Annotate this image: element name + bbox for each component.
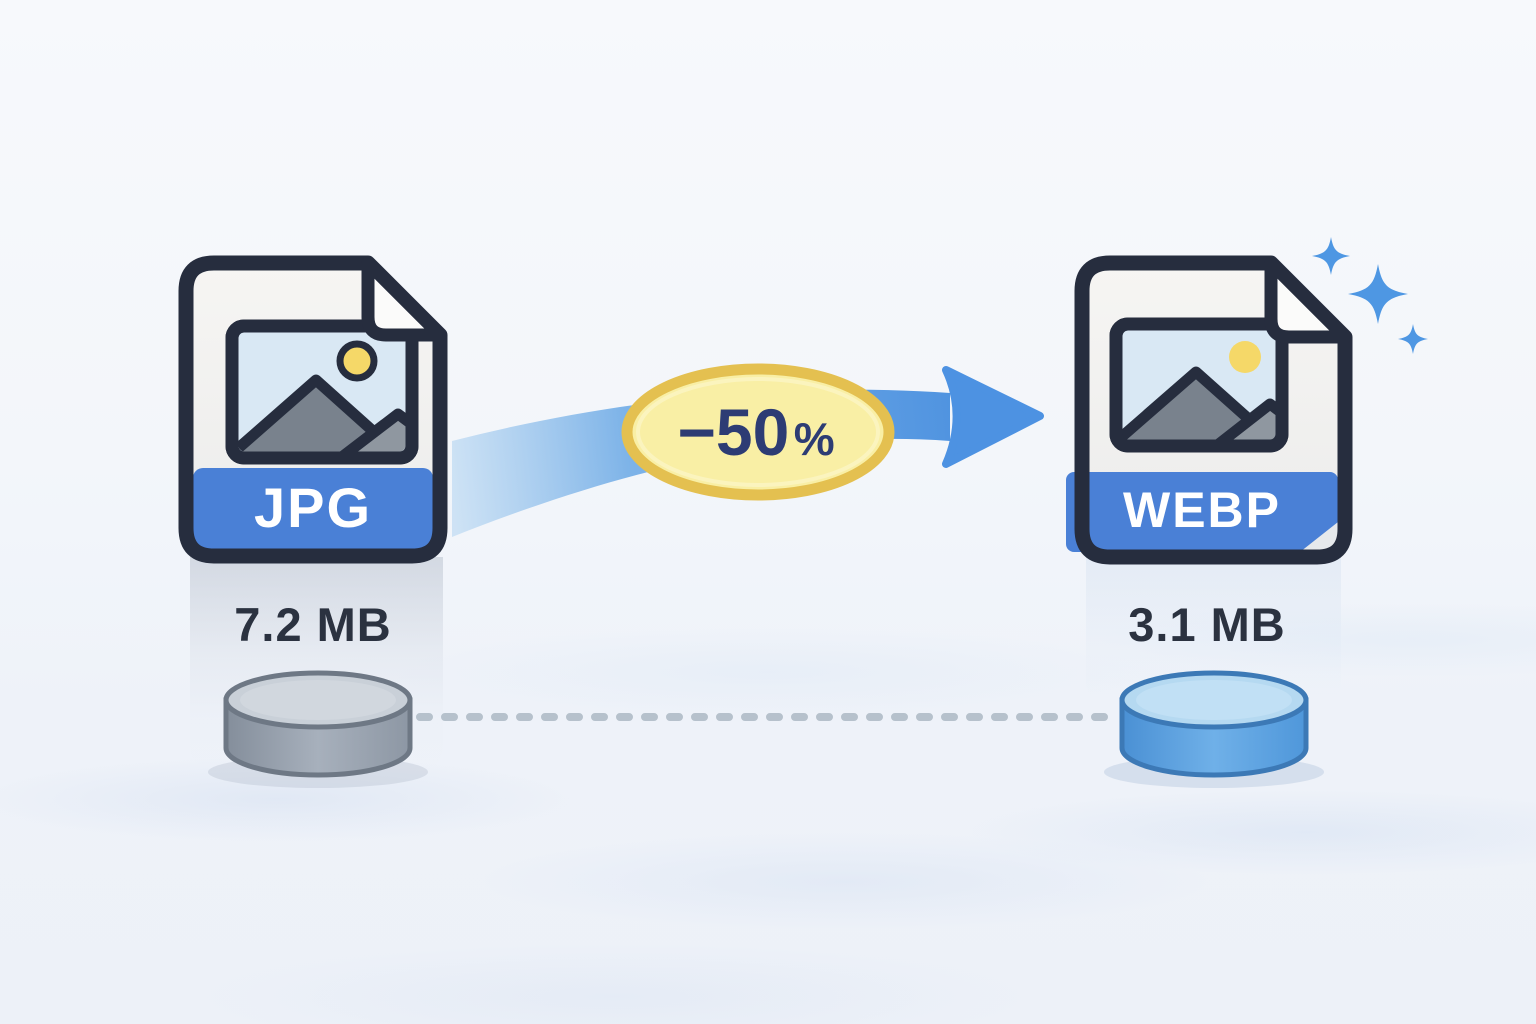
image-thumbnail-icon [1109,317,1289,453]
sun-icon [336,340,378,382]
webp-banner [1066,472,1338,552]
jpg-banner [193,468,433,550]
sun-icon [1229,341,1261,373]
jpg-file-icon: JPG [178,255,448,564]
image-thumbnail-icon [225,319,419,465]
jpg-size-label: 7.2 MB [234,598,392,651]
folded-corner [361,256,447,342]
webp-size-label: 3.1 MB [1128,598,1286,651]
blue-cylinder-icon [1119,670,1309,778]
folded-corner [1264,256,1352,344]
badge-unit: % [794,413,835,465]
webp-format-label: WEBP [1123,482,1281,538]
sparkles-icon [1312,237,1428,354]
svg-text:−50 %: −50 % [677,395,834,469]
jpg-format-label: JPG [254,476,372,539]
discount-badge: −50 % [621,363,895,501]
webp-file-icon: WEBP [1066,255,1353,565]
gray-cylinder-icon [223,670,413,778]
badge-value: −50 [677,395,789,469]
